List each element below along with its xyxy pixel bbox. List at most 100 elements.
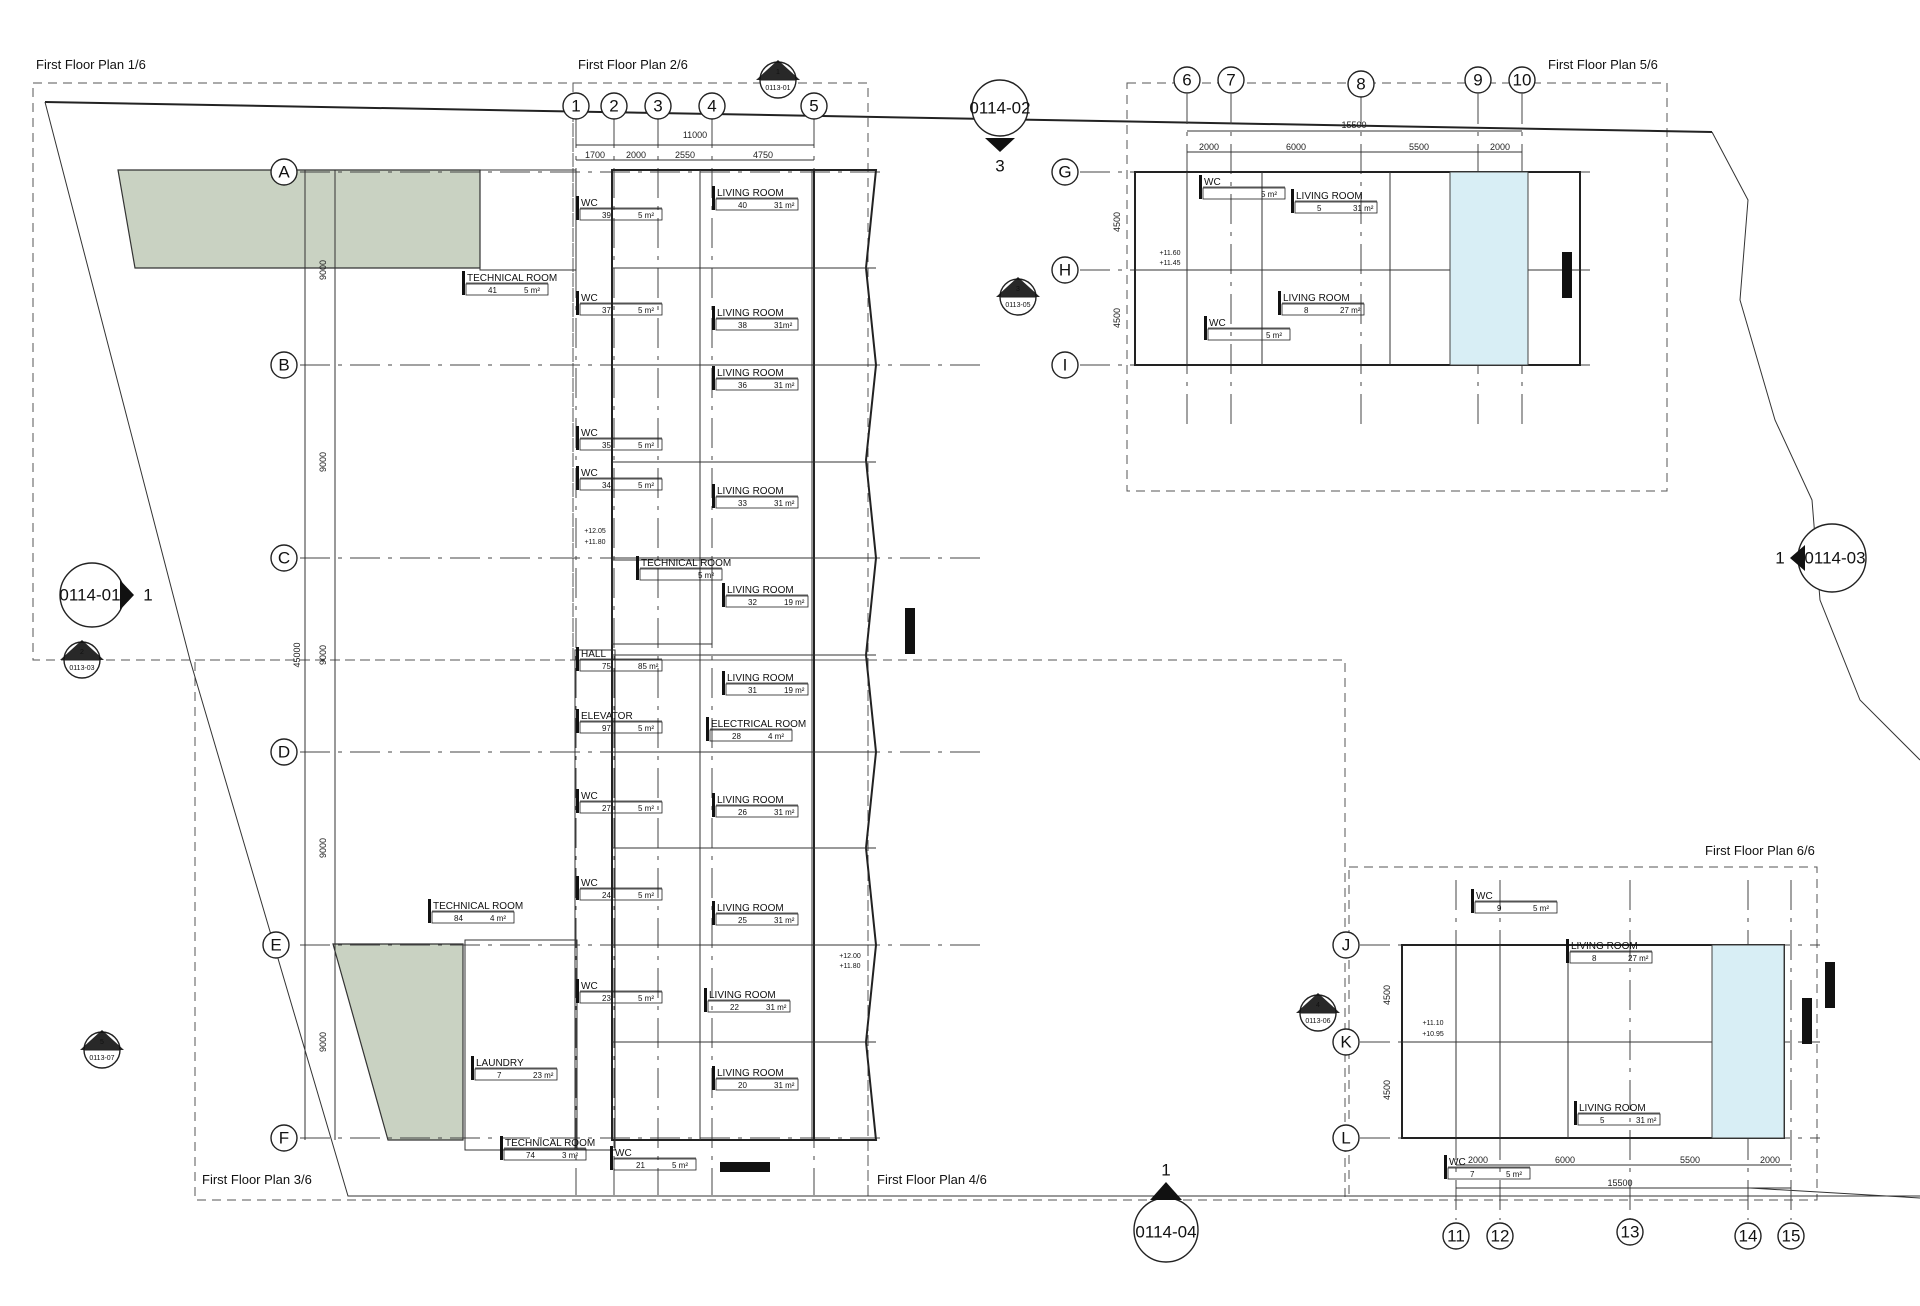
section-marker-0114-02: 0114-02 3 <box>969 79 1031 176</box>
level-3: +12.00 <box>839 953 861 960</box>
grid-bubble-row-G: G <box>1051 158 1079 186</box>
room-number: 84 <box>454 914 463 923</box>
room-area: 5 m² <box>1266 331 1282 340</box>
dim-p5-hi: 4500 <box>1112 308 1122 328</box>
svg-text:B: B <box>278 356 289 375</box>
room-name: LAUNDRY <box>476 1058 524 1069</box>
room-number: 5 <box>1600 1116 1605 1125</box>
room-name: WC <box>1204 177 1221 188</box>
room-name: LIVING ROOM <box>1579 1103 1646 1114</box>
room-number: 8 <box>1592 954 1597 963</box>
dim-p2-seg-1: 1700 <box>585 150 605 160</box>
section-marker-0114-01: 0114-01 1 <box>59 562 153 628</box>
room-name: LIVING ROOM <box>1571 941 1638 952</box>
grid-bubble-col-11: 11 <box>1442 1222 1470 1250</box>
room-area: 85 m² <box>638 662 659 671</box>
room-number: 36 <box>738 381 747 390</box>
dim-vert-ab: 9000 <box>318 260 328 280</box>
plan-title-4: First Floor Plan 4/6 <box>877 1172 987 1187</box>
room-area: 31 m² <box>774 808 795 817</box>
room-number: 75 <box>602 662 611 671</box>
room-area: 5 m² <box>638 306 654 315</box>
grid-bubble-col-6: 6 <box>1173 66 1201 94</box>
grid-bubble-col-15: 15 <box>1777 1222 1805 1250</box>
grid-bubble-col-13: 13 <box>1616 1218 1644 1246</box>
svg-text:3: 3 <box>1016 286 1020 293</box>
room-number: 25 <box>738 916 747 925</box>
room-number: 20 <box>738 1081 747 1090</box>
svg-text:I: I <box>1063 356 1068 375</box>
grid-bubble-col-8: 8 <box>1347 70 1375 98</box>
room-number: 35 <box>602 441 611 450</box>
grid-bubble-col-1: 1 <box>562 92 590 120</box>
dim-p6-seg-1: 2000 <box>1468 1155 1488 1165</box>
dim-p6-seg-4: 2000 <box>1760 1155 1780 1165</box>
room-area: 3 m² <box>562 1151 578 1160</box>
room-area: 19 m² <box>784 686 805 695</box>
section-num-0114-01: 1 <box>143 586 152 605</box>
plan-title-2: First Floor Plan 2/6 <box>578 57 688 72</box>
grid-bubble-row-I: I <box>1051 351 1079 379</box>
svg-text:3: 3 <box>653 97 662 116</box>
svg-text:0113-07: 0113-07 <box>89 1055 114 1062</box>
level-4b: +10.95 <box>1422 1031 1444 1038</box>
svg-text:1: 1 <box>571 97 580 116</box>
section-ref-0114-03: 0114-03 <box>1804 549 1865 568</box>
room-area: 5 m² <box>1261 190 1277 199</box>
room-name: LIVING ROOM <box>717 368 784 379</box>
dim-p6-total: 15500 <box>1607 1178 1632 1188</box>
room-area: 5 m² <box>638 891 654 900</box>
room-name: LIVING ROOM <box>717 486 784 497</box>
room-number: 28 <box>732 732 741 741</box>
room-number: 9 <box>1497 904 1502 913</box>
dim-p6-jk: 4500 <box>1382 985 1392 1005</box>
room-name: WC <box>581 791 598 802</box>
svg-text:4: 4 <box>1316 1002 1320 1009</box>
room-name: WC <box>581 293 598 304</box>
room-number: 8 <box>1304 306 1309 315</box>
svg-text:2: 2 <box>80 649 84 656</box>
main-building <box>464 169 915 1172</box>
room-number: 97 <box>602 724 611 733</box>
room-name: WC <box>581 878 598 889</box>
plan-frames <box>32 82 1818 1201</box>
building-south-east <box>1401 944 1835 1139</box>
section-ref-0114-04: 0114-04 <box>1135 1223 1196 1242</box>
svg-text:2: 2 <box>609 97 618 116</box>
svg-text:1: 1 <box>776 69 780 76</box>
level-2b: +11.45 <box>1159 260 1180 267</box>
courtyard-south <box>332 943 464 1141</box>
section-cut-mark <box>720 1162 770 1172</box>
section-marker-0114-03: 0114-03 1 <box>1775 523 1867 593</box>
grid-bubble-col-14: 14 <box>1734 1222 1762 1250</box>
svg-text:5: 5 <box>100 1039 104 1046</box>
dim-vert-ef: 9000 <box>318 1032 328 1052</box>
grid-bubble-col-10: 10 <box>1508 66 1536 94</box>
section-num-0114-02: 3 <box>995 157 1004 176</box>
svg-text:J: J <box>1342 936 1351 955</box>
level-1b: +11.80 <box>584 539 605 546</box>
grid-bubble-col-4: 4 <box>698 92 726 120</box>
room-area: 31 m² <box>1353 204 1374 213</box>
dim-vert-total: 45000 <box>292 642 302 667</box>
dim-p2-seg-2: 2000 <box>626 150 646 160</box>
svg-text:L: L <box>1341 1129 1350 1148</box>
svg-text:F: F <box>279 1129 289 1148</box>
svg-text:0113-06: 0113-06 <box>1305 1018 1330 1025</box>
room-number: 33 <box>738 499 747 508</box>
svg-text:A: A <box>278 163 290 182</box>
room-name: LIVING ROOM <box>1296 191 1363 202</box>
